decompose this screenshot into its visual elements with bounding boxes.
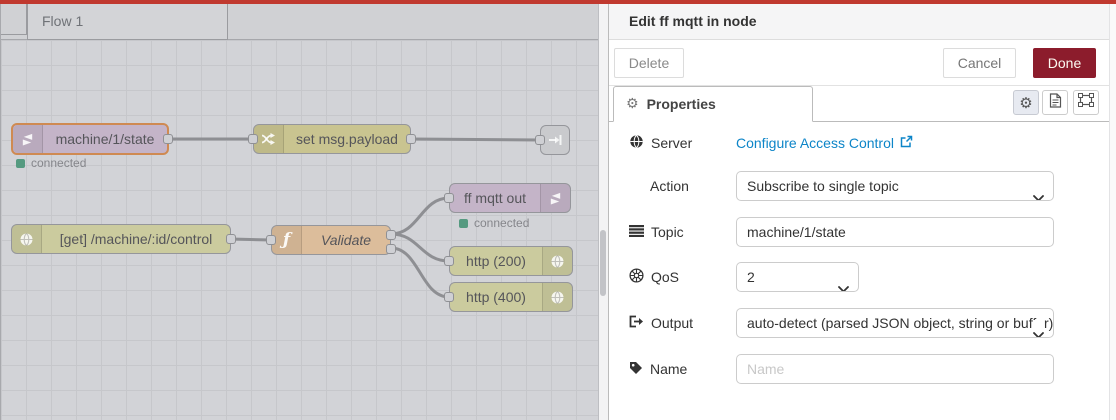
mqtt-icon: [13, 125, 43, 153]
edit-tray-toolbar: Delete Cancel Done: [609, 40, 1116, 86]
wire: [389, 196, 451, 236]
port-output-1[interactable]: [386, 230, 396, 240]
port-output[interactable]: [226, 234, 236, 244]
name-input[interactable]: [736, 354, 1054, 384]
output-field-label: Output: [629, 313, 693, 333]
chevron-down-icon: [1033, 183, 1044, 200]
configure-access-control-link[interactable]: Configure Access Control: [736, 133, 913, 153]
globe-icon: [629, 134, 644, 152]
sign-out-icon: [629, 315, 644, 331]
flow-canvas[interactable]: Flow 1 machine/1/state connected: [0, 4, 598, 420]
globe-icon: [542, 247, 572, 275]
port-input[interactable]: [444, 292, 454, 302]
description-view-button[interactable]: [1042, 90, 1068, 115]
edit-tray-title: Edit ff mqtt in node: [629, 13, 757, 29]
port-output[interactable]: [163, 134, 173, 144]
status-text: connected: [474, 216, 530, 230]
output-select[interactable]: auto-detect (parsed JSON object, string …: [736, 308, 1054, 338]
node-change[interactable]: set msg.payload: [248, 124, 416, 154]
appearance-view-button[interactable]: [1073, 90, 1099, 115]
wire: [409, 137, 542, 142]
wires-layer: [167, 137, 542, 299]
node-status: connected: [16, 156, 86, 170]
node-label: ff mqtt out: [464, 190, 526, 206]
edit-tray: Edit ff mqtt in node Delete Cancel Done …: [608, 4, 1116, 420]
port-input[interactable]: [266, 235, 276, 245]
port-output-2[interactable]: [386, 244, 396, 254]
tab-properties-label: Properties: [646, 96, 716, 112]
qos-field-label: QoS: [629, 267, 679, 287]
node-label: machine/1/state: [55, 131, 155, 147]
topic-input[interactable]: [736, 217, 1054, 247]
action-select[interactable]: Subscribe to single topic: [736, 171, 1054, 201]
empire-icon: [629, 268, 644, 286]
action-field-label: Action: [650, 178, 689, 194]
name-field-label: Name: [629, 359, 687, 379]
top-accent-bar: [0, 0, 1116, 4]
status-dot-icon: [459, 218, 468, 228]
node-function-validate[interactable]: ƒ Validate: [266, 225, 396, 255]
document-icon: [1049, 92, 1062, 113]
port-input[interactable]: [535, 135, 545, 145]
port-output[interactable]: [406, 134, 416, 144]
shuffle-icon: [254, 125, 284, 153]
workspace-tabstrip: Flow 1: [1, 4, 598, 40]
delete-button[interactable]: Delete: [614, 48, 684, 78]
panel-scrollbar-track[interactable]: [1109, 4, 1116, 420]
wire: [229, 237, 273, 242]
mqtt-icon: [540, 184, 570, 212]
done-button[interactable]: Done: [1033, 48, 1096, 78]
edit-tray-tabbar: ⚙ Properties ⚙: [609, 86, 1116, 122]
chevron-down-icon: [838, 274, 849, 291]
node-http-in[interactable]: [get] /machine/:id/control: [11, 224, 236, 254]
port-input[interactable]: [248, 134, 258, 144]
node-http-response-400[interactable]: http (400): [444, 282, 573, 312]
tag-icon: [629, 361, 643, 378]
node-status: connected: [459, 216, 529, 230]
node-mqtt-in[interactable]: machine/1/state: [11, 123, 173, 155]
gear-icon: ⚙: [1019, 93, 1033, 112]
server-field-label: Server: [629, 133, 692, 153]
object-group-icon: [1078, 93, 1094, 112]
wire: [389, 232, 451, 263]
tabstrip-edge: [1, 4, 27, 35]
topic-field-label: Topic: [629, 222, 684, 242]
node-label: set msg.payload: [296, 131, 398, 147]
status-dot-icon: [16, 158, 25, 168]
gear-icon: ⚙: [626, 96, 639, 112]
port-input[interactable]: [444, 256, 454, 266]
globe-icon: [542, 283, 572, 311]
cancel-button[interactable]: Cancel: [943, 48, 1016, 78]
globe-icon: [12, 225, 42, 253]
status-text: connected: [31, 156, 87, 170]
scrollbar-thumb[interactable]: [600, 230, 606, 296]
qos-select[interactable]: 2: [736, 262, 859, 292]
tab-flow-1[interactable]: Flow 1: [27, 4, 228, 40]
tasks-icon: [629, 224, 644, 240]
node-mqtt-out[interactable]: ff mqtt out: [444, 183, 571, 213]
node-label: http (400): [466, 289, 526, 305]
wire: [389, 246, 451, 299]
edit-tray-header: Edit ff mqtt in node: [609, 4, 1116, 40]
chevron-down-icon: [1033, 320, 1044, 337]
external-link-icon: [900, 135, 913, 151]
node-label: Validate: [320, 232, 372, 248]
canvas-vertical-scrollbar[interactable]: [598, 4, 608, 420]
port-input[interactable]: [444, 193, 454, 203]
link-out-icon: [541, 126, 569, 154]
tab-properties[interactable]: ⚙ Properties: [613, 86, 813, 122]
properties-view-button[interactable]: ⚙: [1013, 90, 1039, 115]
node-label: [get] /machine/:id/control: [59, 231, 213, 247]
node-label: http (200): [466, 253, 526, 269]
node-link-out[interactable]: [535, 125, 570, 155]
node-http-response-200[interactable]: http (200): [444, 246, 573, 276]
function-icon: ƒ: [272, 226, 302, 254]
